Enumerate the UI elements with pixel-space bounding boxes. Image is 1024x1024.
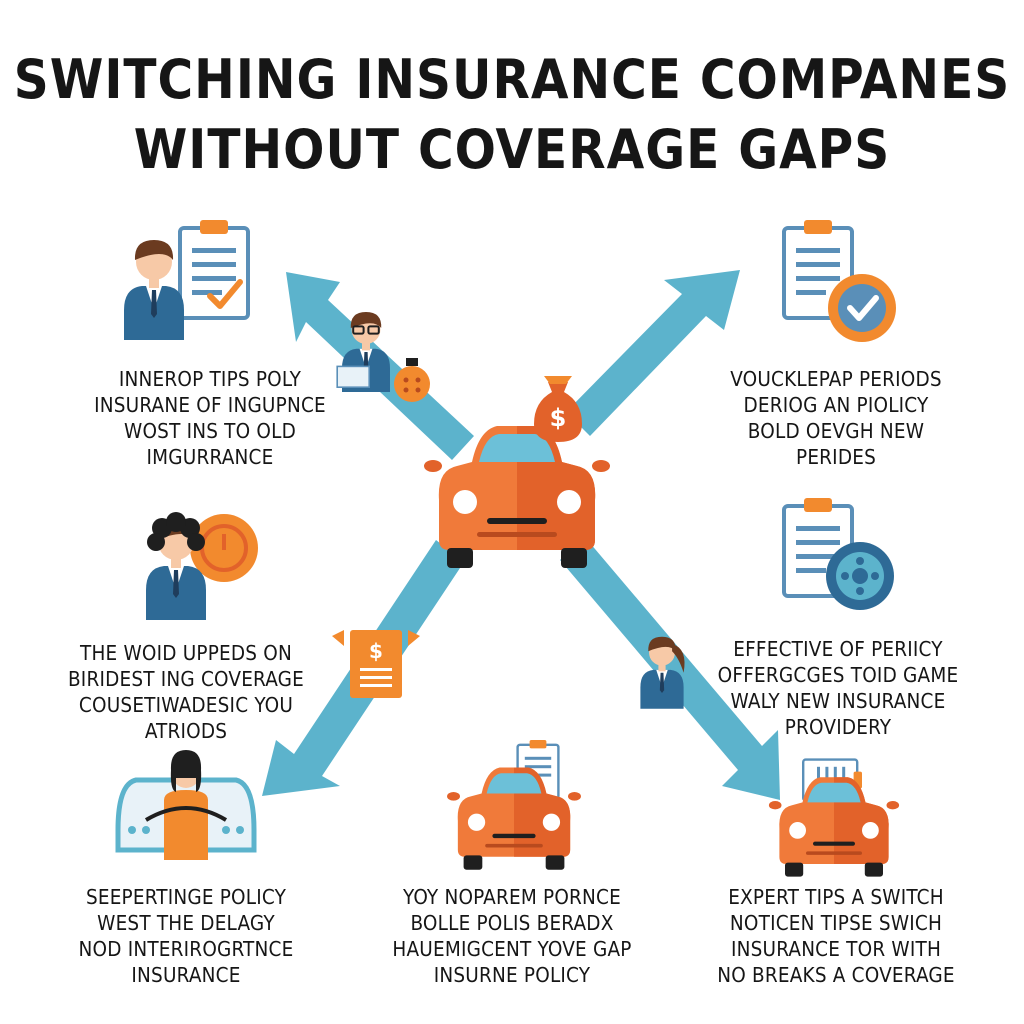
tire-badge-icon (826, 542, 894, 610)
receipt-dollar-sign: $ (369, 639, 383, 663)
caption-line: INSURNE POLICY (433, 963, 591, 987)
arrow-top-right (566, 270, 740, 436)
caption-line: THE WOID UPPEDS ON (80, 641, 292, 665)
bottom-right-car-icon (768, 777, 900, 877)
caption-bottom-left: SEEPERTINGE POLICY WEST THE DELAGY NOD I… (56, 884, 316, 988)
orange-badge-icon (394, 358, 430, 402)
caption-line: ATRIODS (144, 719, 228, 743)
caption-line: PERIDES (796, 445, 876, 469)
woman-agent-icon (640, 636, 685, 709)
check-badge-icon (828, 274, 896, 342)
page-title-line-2: WITHOUT COVERAGE GAPS (133, 118, 891, 181)
caption-line: EXPERT TIPS A SWITCH (728, 885, 944, 909)
caption-line: NOD INTERIROGRTNCE (78, 937, 294, 961)
driver-at-wheel-icon (115, 750, 257, 860)
dollar-sign: $ (550, 404, 567, 432)
caption-line: INSURANE OF INGUPNCE (94, 393, 326, 417)
caption-line: YOY NOPAREM PORNCE (403, 885, 621, 909)
caption-mid-right: EFFECTIVE OF PERIICY OFFERGCGES TOID GAM… (708, 636, 968, 740)
caption-line: DERIOG AN PIOLICY (743, 393, 929, 417)
caption-line: HAUEMIGCENT YOVE GAP (392, 937, 632, 961)
caption-line: INNEROP TIPS POLY (118, 367, 302, 391)
caption-line: COUSETIWADESIC YOU (78, 693, 294, 717)
caption-line: BOLD OEVGH NEW (747, 419, 925, 443)
caption-line: IMGURRANCE (146, 445, 274, 469)
caption-line: WOST INS TO OLD (124, 419, 296, 443)
caption-top-right: VOUCKLEPAP PERIODS DERIOG AN PIOLICY BOL… (706, 366, 966, 470)
caption-line: INSURANCE (131, 963, 241, 987)
mid-left-person-icon (146, 512, 206, 620)
top-left-person-icon (124, 240, 184, 340)
caption-top-left: INNEROP TIPS POLY INSURANE OF INGUPNCE W… (80, 366, 340, 470)
money-bag-icon: $ (534, 376, 582, 442)
arrow-bottom-right (560, 536, 780, 800)
caption-line: INSURANCE TOR WITH (730, 937, 942, 961)
bottom-center-car-icon (447, 767, 581, 870)
caption-line: NO BREAKS A COVERAGE (717, 963, 955, 987)
caption-mid-left: THE WOID UPPEDS ON BIRIDEST ING COVERAGE… (56, 640, 316, 744)
caption-line: PROVIDERY (784, 715, 892, 739)
page-title-line-1: SWITCHING INSURANCE COMPANES (13, 48, 1011, 111)
caption-line: NOTICEN TIPSE SWICH (729, 911, 943, 935)
caption-line: EFFECTIVE OF PERIICY (733, 637, 943, 661)
caption-line: WALY NEW INSURANCE (730, 689, 946, 713)
caption-line: SEEPERTINGE POLICY (85, 885, 287, 909)
caption-line: BOLLE POLIS BERADX (410, 911, 614, 935)
caption-line: WEST THE DELAGY (97, 911, 275, 935)
caption-bottom-center: YOY NOPAREM PORNCE BOLLE POLIS BERADX HA… (382, 884, 642, 988)
caption-line: BIRIDEST ING COVERAGE (67, 667, 305, 691)
caption-line: OFFERGCGES TOID GAME (717, 663, 959, 687)
glasses-person-icon (336, 312, 390, 392)
top-left-clipboard-icon (178, 218, 250, 320)
dollar-receipt-icon: $ (332, 630, 420, 698)
caption-line: VOUCKLEPAP PERIODS (730, 367, 942, 391)
caption-bottom-right: EXPERT TIPS A SWITCH NOTICEN TIPSE SWICH… (706, 884, 966, 988)
